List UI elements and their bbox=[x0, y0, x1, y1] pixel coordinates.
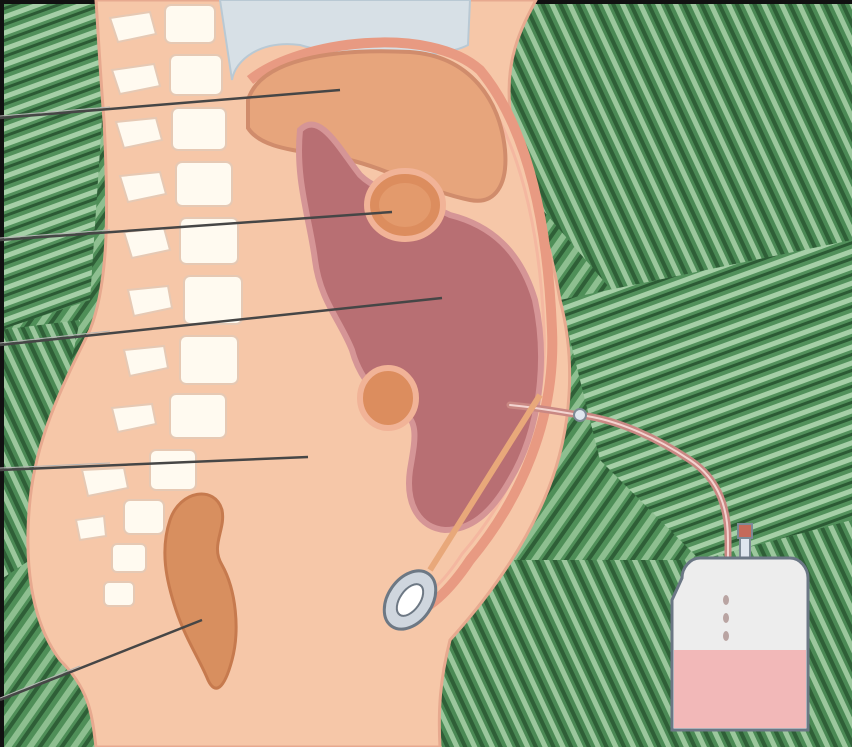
kidney-upper-highlight bbox=[379, 183, 431, 227]
kidney-lower bbox=[360, 368, 416, 428]
